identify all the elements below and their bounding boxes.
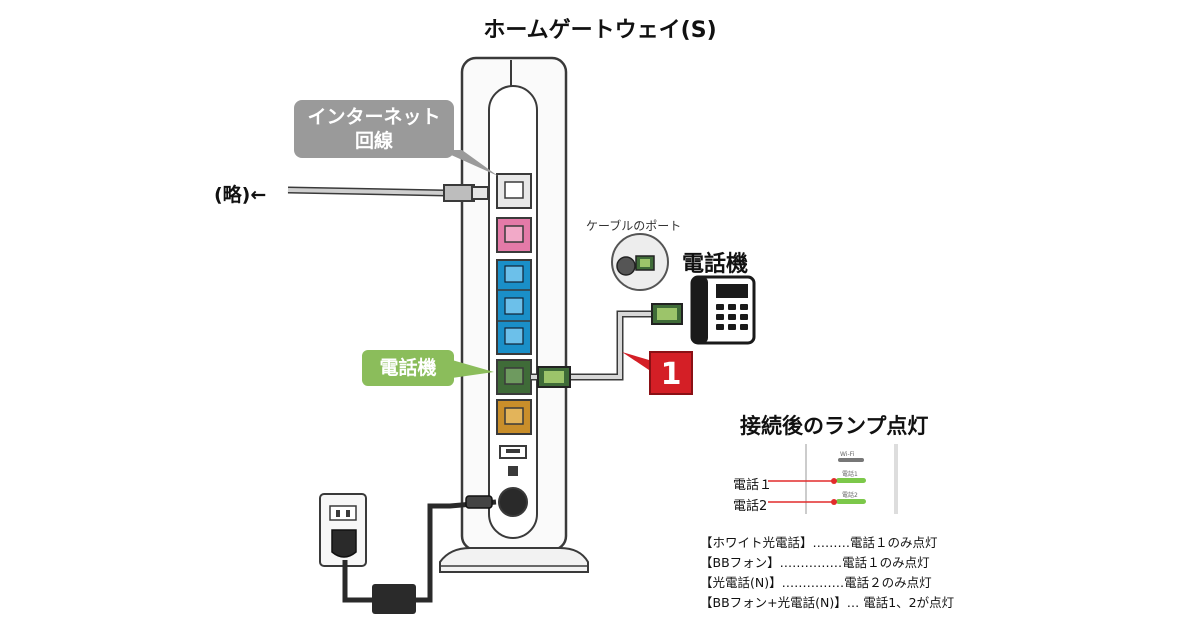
power-jack bbox=[498, 487, 528, 517]
cable-port-label: ケーブルのポート bbox=[586, 219, 682, 233]
legend-line-4: 【BBフォン+光電話(N)】… 電話1、2が点灯 bbox=[700, 595, 955, 610]
lamp-phone1-label: 電話１ bbox=[733, 478, 773, 493]
lamp-phone2 bbox=[836, 499, 866, 504]
phone-label: 電話機 bbox=[682, 252, 749, 277]
green-label-pointer bbox=[452, 360, 494, 378]
telephone-icon bbox=[690, 275, 756, 345]
lamp1-small-text: 電話1 bbox=[842, 471, 858, 478]
legend-line-3: 【光電話(N)】……………電話２のみ点灯 bbox=[700, 575, 932, 590]
lamp-panel bbox=[768, 444, 908, 514]
legend-line-2: 【BBフォン】……………電話１のみ点灯 bbox=[700, 555, 930, 570]
internet-line-label-line1: インターネット bbox=[307, 106, 441, 128]
omitted-note: (略)← bbox=[214, 184, 267, 206]
wall-outlet bbox=[319, 493, 367, 567]
lan-ports-blue bbox=[496, 259, 532, 355]
lamp-phone1 bbox=[836, 478, 866, 483]
page-title: ホームゲートウェイ(S) bbox=[483, 18, 717, 43]
phone-port-label: 電話機 bbox=[362, 350, 454, 386]
lamp-section-title: 接続後のランプ点灯 bbox=[740, 414, 929, 438]
router-stand bbox=[439, 547, 589, 573]
lamp-phone2-label: 電話2 bbox=[733, 499, 768, 514]
gray-label-pointer bbox=[440, 150, 498, 176]
lamp-wifi-text: Wi-Fi bbox=[840, 451, 855, 458]
power-switch bbox=[508, 466, 518, 476]
step-badge: 1 bbox=[649, 351, 693, 395]
badge-pointer bbox=[622, 352, 649, 370]
internet-cable bbox=[287, 184, 489, 202]
legend-line-1: 【ホワイト光電話】………電話１のみ点灯 bbox=[700, 535, 938, 550]
internet-line-label: インターネット 回線 bbox=[294, 100, 454, 158]
internet-line-label-line2: 回線 bbox=[354, 130, 393, 152]
phone-cable bbox=[531, 303, 683, 388]
cable-port-zoom bbox=[611, 233, 669, 291]
power-cable bbox=[342, 495, 497, 614]
lamp2-small-text: 電話2 bbox=[842, 492, 858, 499]
